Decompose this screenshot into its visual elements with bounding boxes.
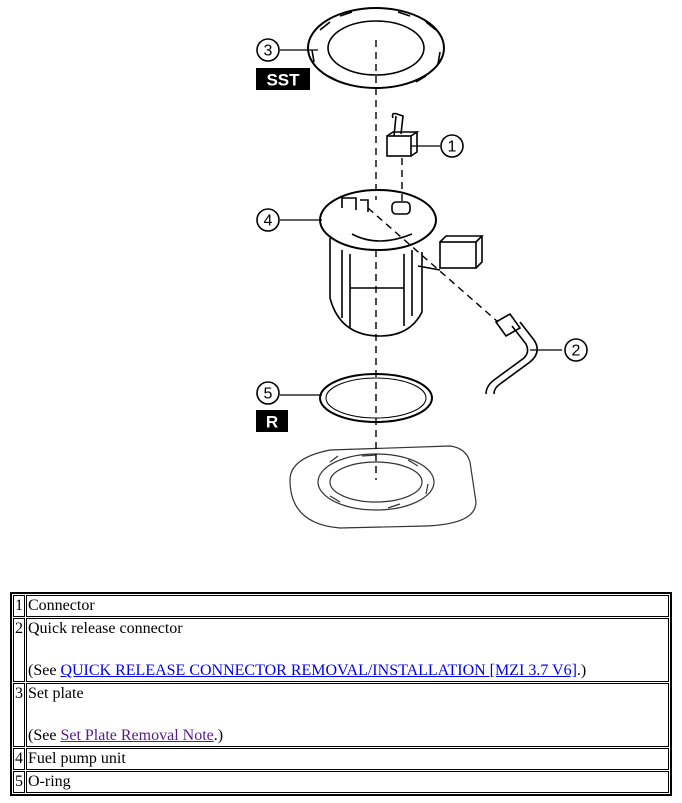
part-name: Fuel pump unit [26, 748, 669, 770]
callout-3-bubble [256, 38, 280, 62]
callout-4-label: 4 [264, 213, 273, 230]
leader-lines [280, 49, 562, 396]
part-number: 2 [13, 618, 25, 682]
part-name-text: Set plate [28, 685, 84, 702]
part-name-text: Fuel pump unit [28, 750, 126, 767]
part-number: 1 [13, 595, 25, 617]
quick-release-connector-illustration [485, 312, 538, 395]
parts-list-table: 1 Connector 2 Quick release connector (S… [10, 592, 672, 796]
table-row: 5 O-ring [13, 771, 669, 793]
sst-tag-label: SST [266, 71, 300, 90]
set-plate-removal-note-link[interactable]: Set Plate Removal Note [60, 727, 214, 744]
part-name-text: Quick release connector [28, 620, 183, 637]
replace-tag [256, 410, 288, 432]
replace-tag-label: R [266, 413, 278, 432]
callout-3-label: 3 [264, 43, 273, 60]
exploded-parts-diagram: 3 1 4 2 5 SST R [256, 7, 588, 529]
part-name: Set plate (See Set Plate Removal Note.) [26, 683, 669, 747]
part-name: Connector [26, 595, 669, 617]
sst-tag [256, 68, 310, 90]
callout-1-bubble [440, 134, 464, 158]
part-number: 3 [13, 683, 25, 747]
note-prefix: (See [28, 727, 61, 744]
connector-illustration [386, 112, 420, 157]
note-suffix: .) [213, 727, 224, 744]
part-name-text: Connector [28, 597, 95, 614]
callout-5-bubble [256, 381, 280, 405]
callout-5-label: 5 [264, 386, 273, 403]
note-prefix: (See [28, 662, 61, 679]
table-row: 2 Quick release connector (See QUICK REL… [13, 618, 669, 682]
note-suffix: .) [576, 662, 587, 679]
callout-1-label: 1 [448, 139, 457, 156]
part-name: Quick release connector (See QUICK RELEA… [26, 618, 669, 682]
fuel-tank-opening-illustration [289, 445, 477, 529]
quick-release-connector-link[interactable]: QUICK RELEASE CONNECTOR REMOVAL/INSTALLA… [60, 662, 577, 679]
table-row: 4 Fuel pump unit [13, 748, 669, 770]
part-number: 4 [13, 748, 25, 770]
table-row: 3 Set plate (See Set Plate Removal Note.… [13, 683, 669, 747]
part-name-text: O-ring [28, 773, 71, 790]
part-number: 5 [13, 771, 25, 793]
fuel-pump-unit-illustration [319, 189, 484, 337]
callout-4-bubble [256, 208, 280, 232]
callout-2-bubble [564, 338, 588, 362]
callout-2-label: 2 [572, 343, 581, 360]
assembly-guide-lines [367, 40, 499, 480]
table-row: 1 Connector [13, 595, 669, 617]
part-name: O-ring [26, 771, 669, 793]
